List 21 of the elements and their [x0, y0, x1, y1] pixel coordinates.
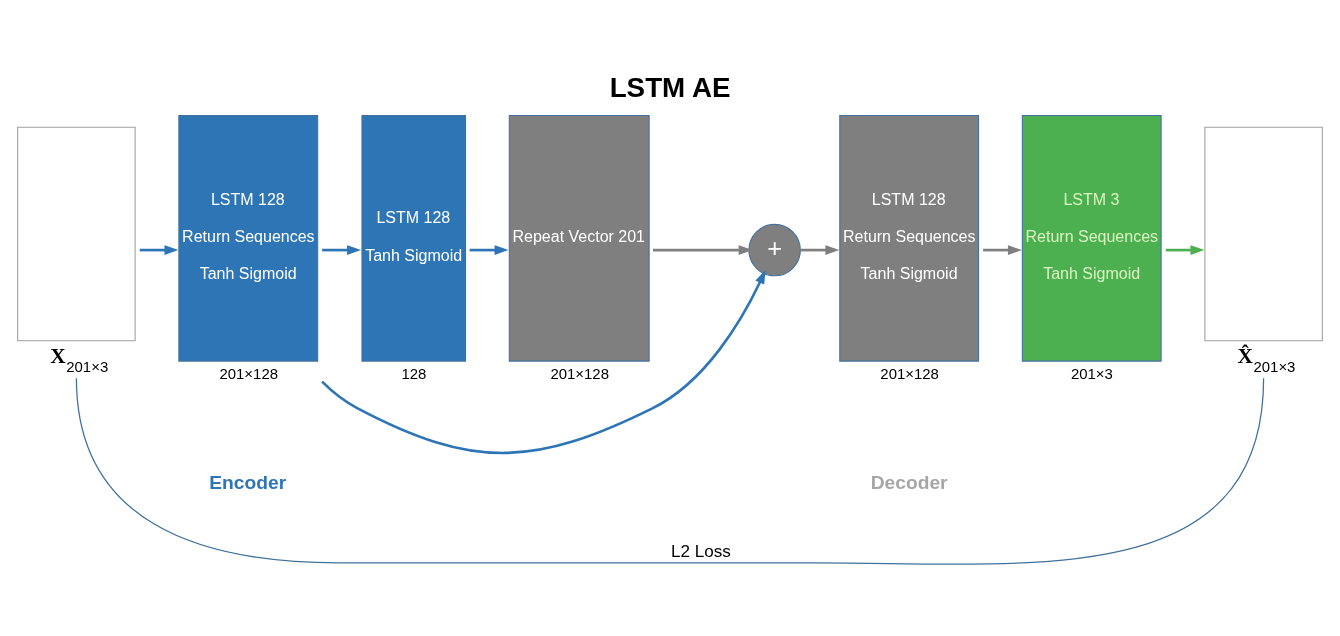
arrow — [321, 269, 766, 455]
node-label: X$_{201×3}$ — [50, 344, 109, 375]
edge-label: L2 Loss — [671, 542, 731, 562]
node-label: 201×3 — [1070, 365, 1113, 383]
arrow — [322, 245, 361, 255]
label: Decoder — [870, 471, 948, 493]
node-label: 128 — [401, 365, 427, 383]
diagram-title: LSTM AE — [609, 71, 731, 103]
arrow — [139, 245, 179, 255]
arrow — [469, 245, 509, 255]
node-label: 201×128 — [219, 365, 279, 383]
node-label: 201×128 — [880, 365, 939, 383]
arrow — [653, 245, 753, 255]
arrow — [983, 245, 1022, 255]
node-circle: + — [748, 223, 801, 277]
label: Encoder — [209, 471, 287, 493]
arrow — [800, 245, 840, 255]
node-label: 201×128 — [550, 365, 609, 383]
arrow — [1165, 245, 1205, 255]
connector — [75, 377, 1265, 565]
node-label: X̂$_{201×3}$ — [1237, 344, 1296, 375]
